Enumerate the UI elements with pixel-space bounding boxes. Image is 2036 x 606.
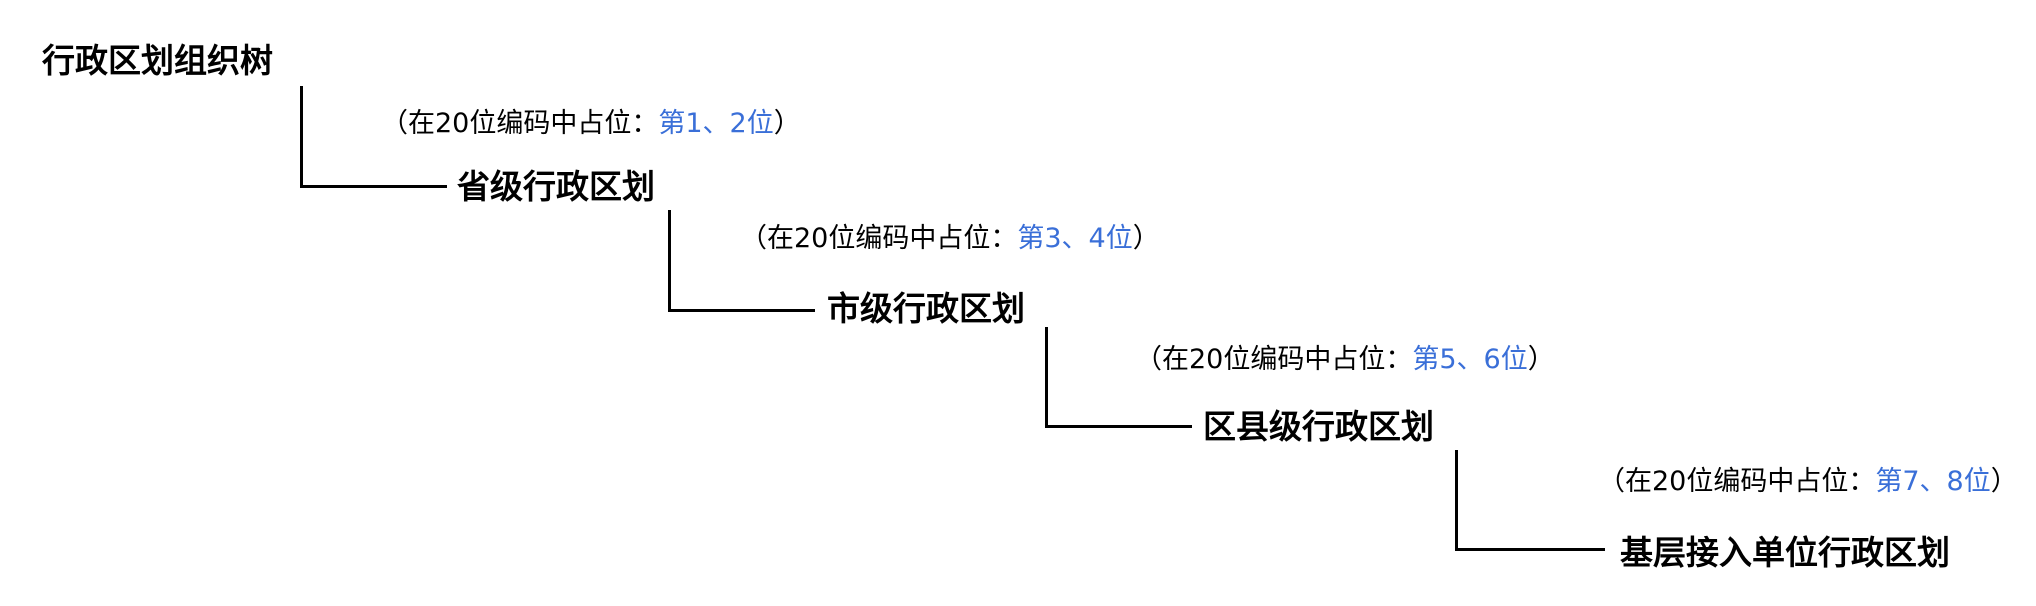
code-position-note-city: （在20位编码中占位：第3、4位） bbox=[740, 225, 1160, 252]
code-position-note-grassroots: （在20位编码中占位：第7、8位） bbox=[1598, 468, 2018, 495]
connector-root-to-province bbox=[300, 86, 447, 188]
note-position-highlight: 第1、2位 bbox=[658, 108, 774, 139]
tree-node-province: 省级行政区划 bbox=[457, 167, 655, 206]
note-suffix: ） bbox=[1990, 466, 2018, 497]
tree-node-city: 市级行政区划 bbox=[827, 289, 1025, 328]
connector-province-to-city bbox=[668, 210, 815, 312]
tree-root-title: 行政区划组织树 bbox=[42, 41, 273, 80]
tree-node-grassroots: 基层接入单位行政区划 bbox=[1620, 533, 1950, 572]
note-position-highlight: 第3、4位 bbox=[1017, 223, 1133, 254]
note-position-highlight: 第7、8位 bbox=[1875, 466, 1991, 497]
note-suffix: ） bbox=[773, 108, 801, 139]
connector-city-to-county bbox=[1045, 327, 1192, 428]
note-suffix: ） bbox=[1132, 223, 1160, 254]
code-position-note-province: （在20位编码中占位：第1、2位） bbox=[381, 110, 801, 137]
note-prefix: （在20位编码中占位： bbox=[1135, 344, 1413, 375]
connector-county-to-grassroots bbox=[1455, 450, 1605, 551]
code-position-note-county: （在20位编码中占位：第5、6位） bbox=[1135, 346, 1555, 373]
note-suffix: ） bbox=[1527, 344, 1555, 375]
note-prefix: （在20位编码中占位： bbox=[1598, 466, 1876, 497]
note-prefix: （在20位编码中占位： bbox=[740, 223, 1018, 254]
note-position-highlight: 第5、6位 bbox=[1412, 344, 1528, 375]
note-prefix: （在20位编码中占位： bbox=[381, 108, 659, 139]
tree-node-county: 区县级行政区划 bbox=[1203, 407, 1434, 446]
